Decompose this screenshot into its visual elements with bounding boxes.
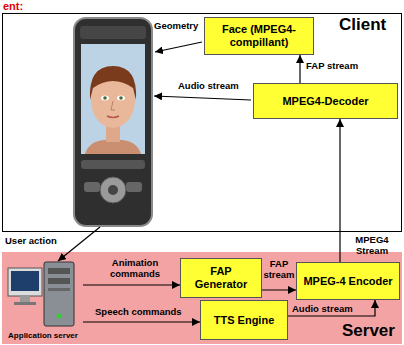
edge-label-anchor: FAP stream: [306, 60, 358, 71]
edge-label: MPEG4 Stream: [346, 234, 398, 256]
cropped-title: ent:: [3, 0, 23, 13]
edge-label: Speech commands: [95, 306, 182, 317]
label-anchor: ent:: [3, 0, 23, 13]
decoder-box: MPEG4-Decoder: [253, 83, 398, 119]
flow-label: Geometry: [154, 20, 198, 32]
box-label: FAP Generator: [185, 265, 257, 291]
edge-label-anchor: Animation commands: [100, 257, 170, 279]
edge-label-anchor: MPEG4 Stream: [346, 234, 398, 256]
tts-engine-box: TTS Engine: [200, 300, 288, 340]
user-action-line: [58, 227, 100, 261]
label-anchor: User action: [5, 235, 57, 247]
flow-arrow: [262, 289, 296, 290]
box-label: MPEG-4 Encoder: [303, 275, 392, 288]
label-anchor: Geometry: [154, 20, 198, 32]
flow-arrow: [288, 300, 375, 316]
region-title: Server: [342, 322, 395, 340]
application-server: Application server: [3, 258, 83, 342]
geometry-line: [155, 42, 202, 52]
encoder-box: MPEG-4 Encoder: [296, 262, 400, 300]
computer-illustration: [8, 262, 74, 326]
flow-label: Audio stream: [178, 80, 239, 92]
fap-generator-box: FAP Generator: [180, 258, 262, 298]
face-box: Face (MPEG4- compillant): [204, 17, 314, 55]
audio-line: [154, 96, 251, 100]
region-title: Client: [339, 16, 386, 34]
edge-label: FAP stream: [262, 258, 296, 280]
edge-label-anchor: Speech commands: [95, 306, 182, 317]
icon-caption: Application server: [8, 331, 78, 341]
label-anchor: Audio stream: [178, 80, 239, 92]
edge-label: FAP stream: [306, 60, 358, 71]
box-label: MPEG4-Decoder: [282, 95, 368, 108]
edge-label-anchor: Audio stream: [292, 303, 353, 314]
edge-label: Animation commands: [100, 257, 170, 279]
flow-arrow: [339, 119, 340, 262]
box-label: Face (MPEG4- compillant): [209, 23, 309, 49]
flow-arrow: [83, 284, 180, 285]
flow-arrow: [83, 321, 200, 322]
edge-label: Audio stream: [292, 303, 353, 314]
flow-arrow: [299, 55, 300, 83]
flow-label: User action: [5, 235, 57, 247]
box-label: TTS Engine: [214, 314, 275, 327]
server-region: Server FAP Generator MPEG-4 EncoderTTS Eng…: [2, 252, 402, 344]
phone-illustration: [74, 18, 152, 226]
edge-label-anchor: FAP stream: [262, 258, 296, 280]
client-region: Client Face (MPEG4- compillant) MPEG4-Deco…: [2, 13, 402, 232]
